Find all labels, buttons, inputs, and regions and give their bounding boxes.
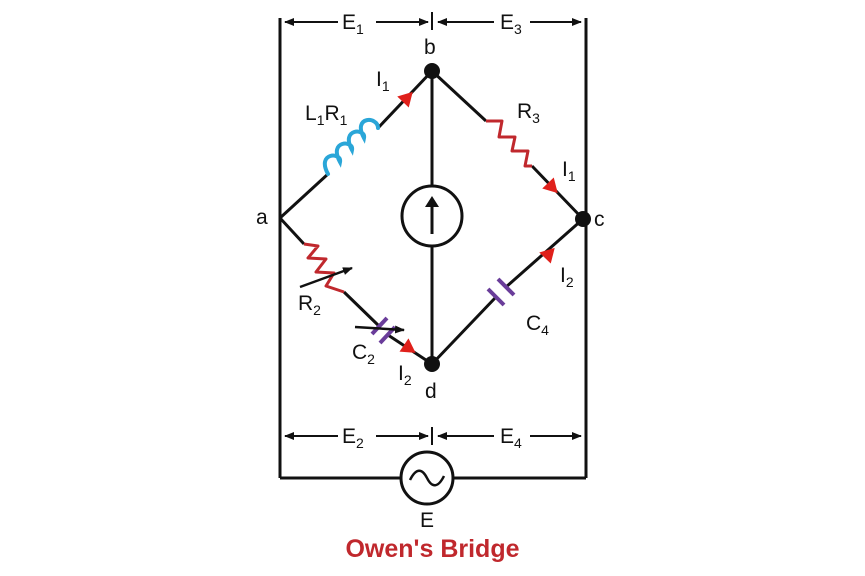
current-label-ab: I1	[376, 68, 390, 94]
source-label: E	[420, 509, 434, 532]
c2-label: C2	[352, 341, 375, 367]
inductor-l1r1	[323, 118, 380, 176]
current-label-dc: I2	[560, 264, 574, 290]
r3-label: R3	[517, 100, 540, 126]
outer-wires	[278, 18, 588, 480]
voltage-arrows	[284, 12, 582, 445]
node-d-label: d	[425, 380, 437, 403]
current-label-bc: I1	[562, 158, 576, 184]
ac-source	[399, 450, 455, 506]
r2-label: R2	[298, 292, 321, 318]
node-b-dot	[424, 63, 440, 79]
galvanometer	[400, 184, 464, 248]
voltage-label-e3: E3	[500, 11, 522, 37]
node-a-label: a	[256, 206, 268, 229]
capacitor-c4	[486, 277, 516, 307]
node-d-dot	[424, 356, 440, 372]
voltage-label-e2: E2	[342, 425, 364, 451]
nodes	[424, 63, 591, 372]
current-label-ad: I2	[398, 362, 412, 388]
capacitor-c2	[354, 316, 405, 345]
node-b-label: b	[424, 36, 436, 59]
voltage-label-e1: E1	[342, 11, 364, 37]
current-arrow-dc	[539, 247, 555, 264]
resistor-r2	[299, 242, 353, 294]
current-arrow-ab	[397, 91, 413, 108]
current-arrow-ad	[399, 338, 416, 353]
c4-label: C4	[526, 312, 549, 338]
current-arrows	[397, 91, 558, 353]
inductor-label: L1R1	[305, 102, 348, 128]
diagram-title: Owen's Bridge	[345, 535, 520, 563]
resistor-r3	[486, 119, 532, 168]
voltage-label-e4: E4	[500, 425, 522, 451]
node-c-label: c	[594, 208, 605, 231]
node-c-dot	[575, 211, 591, 227]
current-arrow-bc	[542, 177, 558, 194]
